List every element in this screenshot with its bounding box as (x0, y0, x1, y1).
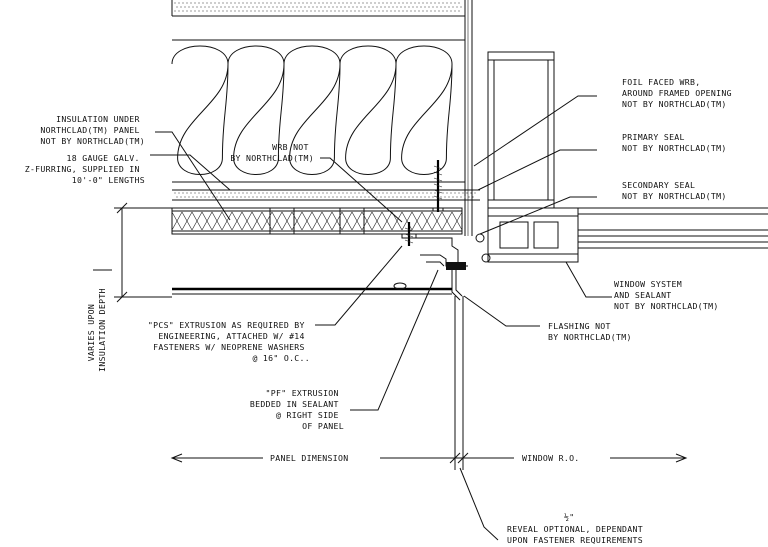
pcs-extrusion (402, 237, 468, 301)
leader-lines (150, 95, 612, 541)
flashing-label: FLASHING NOT BY NORTHCLAD(TM) (548, 321, 632, 342)
framing (464, 0, 473, 236)
pf-extrusion-label: "PF" EXTRUSION BEDDED IN SEALANT @ RIGHT… (250, 388, 344, 431)
sheathing-band (171, 0, 465, 17)
batt-insulation (171, 39, 465, 183)
varies-depth-label: VARIES UPON INSULATION DEPTH (86, 288, 107, 372)
z-furring-label: 18 GAUGE GALV. Z-FURRING, SUPPLIED IN 10… (25, 153, 145, 185)
wrb-label: WRB NOT BY NORTHCLAD(TM) (230, 142, 314, 163)
northclad-panel (172, 282, 452, 295)
primary-seal-label: PRIMARY SEAL NOT BY NORTHCLAD(TM) (622, 132, 727, 153)
screw-fastener-lower (401, 222, 417, 246)
screw-fastener-upper (432, 160, 444, 212)
window-ro-label: WINDOW R.O. (522, 453, 580, 463)
insulation-under-label: INSULATION UNDER NORTHCLAD(TM) PANEL NOT… (40, 114, 145, 146)
annotation-labels: INSULATION UNDER NORTHCLAD(TM) PANEL NOT… (25, 77, 737, 545)
secondary-seal-label: SECONDARY SEAL NOT BY NORTHCLAD(TM) (622, 180, 727, 201)
window-frame (475, 51, 768, 263)
pcs-extrusion-label: "PCS" EXTRUSION AS REQUIRED BY ENGINEERI… (148, 320, 310, 363)
dimension-lines (93, 202, 688, 470)
rigid-insulation (171, 207, 463, 235)
half-inch-label: ½" (564, 512, 574, 522)
reveal-label: REVEAL OPTIONAL, DEPENDANT UPON FASTENER… (507, 524, 648, 545)
panel-dimension-label: PANEL DIMENSION (270, 453, 348, 463)
window-system-label: WINDOW SYSTEM AND SEALANT NOT BY NORTHCL… (614, 279, 719, 311)
foil-wrb-label: FOIL FACED WRB, AROUND FRAMED OPENING NO… (622, 77, 737, 109)
wrb-sheathing (172, 189, 480, 201)
